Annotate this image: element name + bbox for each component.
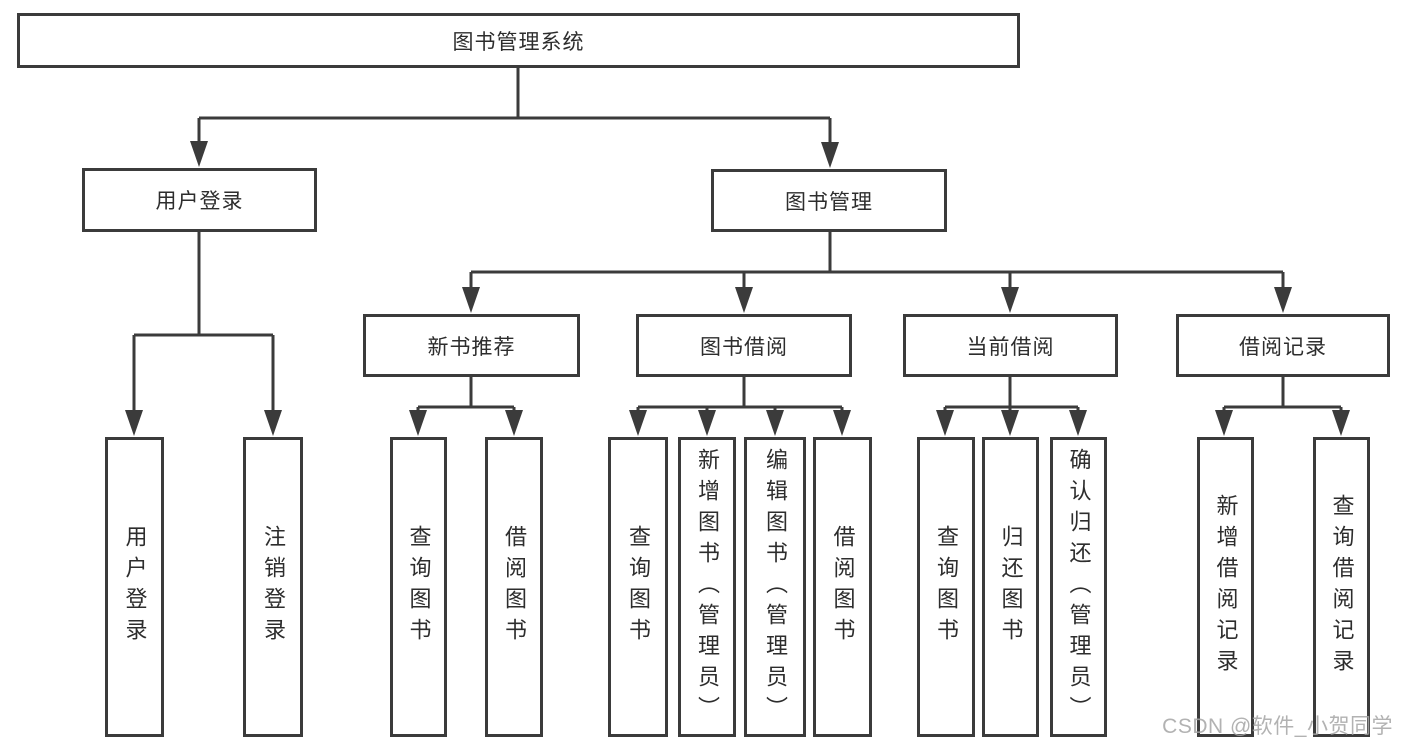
node-label: 新书推荐 — [427, 335, 516, 359]
node-book-borrowing: 图书借阅 — [636, 314, 852, 377]
leaf-user-login: 用户登录 — [105, 437, 164, 737]
leaf-query-books-recommend: 查询图书 — [390, 437, 447, 737]
arrowhead — [125, 410, 143, 436]
leaf-edit-books-admin: 编辑图书（管理员） — [744, 437, 806, 737]
leaf-logout: 注销登录 — [243, 437, 303, 737]
arrowhead — [1069, 410, 1087, 436]
node-label: 确认归还（管理员） — [1066, 447, 1092, 727]
node-label: 借阅图书 — [830, 525, 856, 649]
node-label: 编辑图书（管理员） — [763, 447, 788, 727]
leaf-confirm-return-admin: 确认归还（管理员） — [1050, 437, 1107, 737]
node-current-borrowing: 当前借阅 — [903, 314, 1118, 377]
arrowhead — [936, 410, 954, 436]
arrowhead — [1215, 410, 1233, 436]
node-label: 查询图书 — [406, 525, 432, 649]
arrowhead — [1001, 410, 1019, 436]
node-label: 图书管理 — [785, 190, 873, 214]
node-label: 归还图书 — [998, 525, 1024, 649]
arrowhead — [629, 410, 647, 436]
node-label: 查询借阅记录 — [1329, 494, 1355, 680]
arrowhead — [1001, 287, 1019, 313]
arrowhead — [1274, 287, 1292, 313]
arrowhead — [264, 410, 282, 436]
node-label: 用户登录 — [155, 190, 244, 213]
arrowhead — [821, 142, 839, 168]
node-label: 图书借阅 — [700, 335, 788, 359]
node-label: 查询图书 — [626, 525, 651, 649]
leaf-return-books: 归还图书 — [982, 437, 1039, 737]
arrowhead — [735, 287, 753, 313]
node-label: 新增图书（管理员） — [695, 447, 720, 727]
node-label: 图书管理系统 — [452, 30, 585, 54]
node-label: 新增借阅记录 — [1213, 494, 1239, 680]
leaf-query-borrow-record: 查询借阅记录 — [1313, 437, 1370, 737]
arrowhead — [505, 410, 523, 436]
leaf-add-borrow-record: 新增借阅记录 — [1197, 437, 1254, 737]
leaf-borrow-books: 借阅图书 — [813, 437, 872, 737]
arrowhead — [833, 410, 851, 436]
leaf-add-books-admin: 新增图书（管理员） — [678, 437, 736, 737]
node-label: 注销登录 — [261, 525, 286, 649]
node-label: 查询图书 — [934, 525, 959, 649]
node-new-book-recommendation: 新书推荐 — [363, 314, 580, 377]
arrowhead — [190, 141, 208, 167]
node-borrowing-records: 借阅记录 — [1176, 314, 1390, 377]
node-label: 用户登录 — [122, 525, 148, 649]
node-label: 借阅记录 — [1239, 335, 1327, 359]
node-book-management: 图书管理 — [711, 169, 947, 232]
leaf-query-books-borrow: 查询图书 — [608, 437, 668, 737]
node-label: 当前借阅 — [966, 335, 1055, 359]
leaf-borrow-books-recommend: 借阅图书 — [485, 437, 543, 737]
leaf-query-books-current: 查询图书 — [917, 437, 975, 737]
arrowhead — [409, 410, 427, 436]
arrowhead — [462, 287, 480, 313]
arrowhead — [698, 410, 716, 436]
arrowhead — [766, 410, 784, 436]
node-label: 借阅图书 — [502, 525, 527, 649]
arrowhead — [1332, 410, 1350, 436]
watermark: CSDN @软件_小贺同学 — [1162, 715, 1393, 738]
node-user-login: 用户登录 — [82, 168, 317, 232]
node-library-management-system: 图书管理系统 — [17, 13, 1020, 68]
